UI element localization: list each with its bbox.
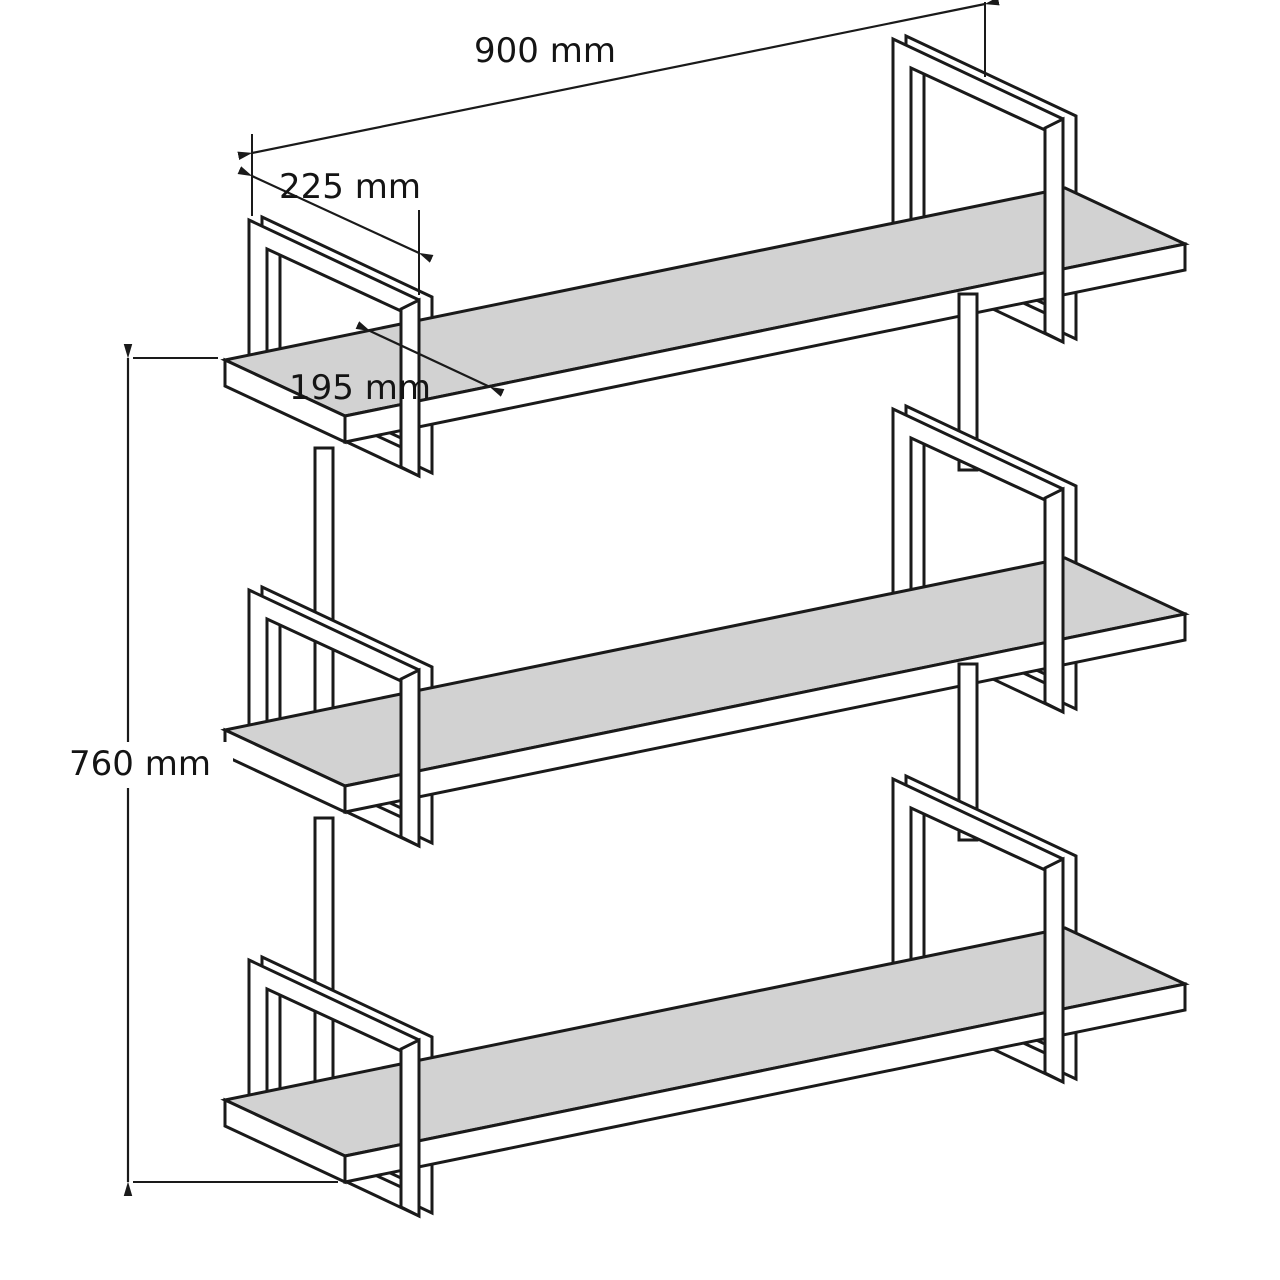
dimension-label-width: 900 mm (474, 31, 616, 71)
dimensions: 900 mm 225 mm 195 mm 760 mm (48, 0, 1000, 1196)
left-bracket-front-bar (399, 1037, 421, 1219)
tier-bottom (220, 662, 1190, 1219)
dimension-label-height: 760 mm (69, 744, 211, 784)
dimension-line-width (237, 0, 1000, 160)
support-post-left (313, 446, 335, 752)
support-post-left (313, 816, 335, 1122)
shelf-board-end (223, 357, 347, 445)
left-bracket-front-bar (399, 667, 421, 849)
right-bracket-front-bar (1043, 856, 1065, 1085)
right-bracket-front-bar (1043, 486, 1065, 715)
dimension-line-shelf-depth (355, 321, 505, 397)
dimension-line-bracket-depth (237, 166, 434, 263)
right-bracket-front-bar (1043, 116, 1065, 345)
label-backing (48, 742, 233, 788)
support-post-right (957, 292, 979, 472)
dimension-label-bracket-depth: 225 mm (279, 167, 421, 207)
tier-top (220, 33, 1190, 479)
shelf-board-end (223, 1097, 347, 1185)
dimension-label-shelf-depth: 195 mm (289, 368, 431, 408)
shelf-board (220, 926, 1190, 1185)
tier-middle (220, 292, 1190, 849)
support-post-right (957, 662, 979, 842)
